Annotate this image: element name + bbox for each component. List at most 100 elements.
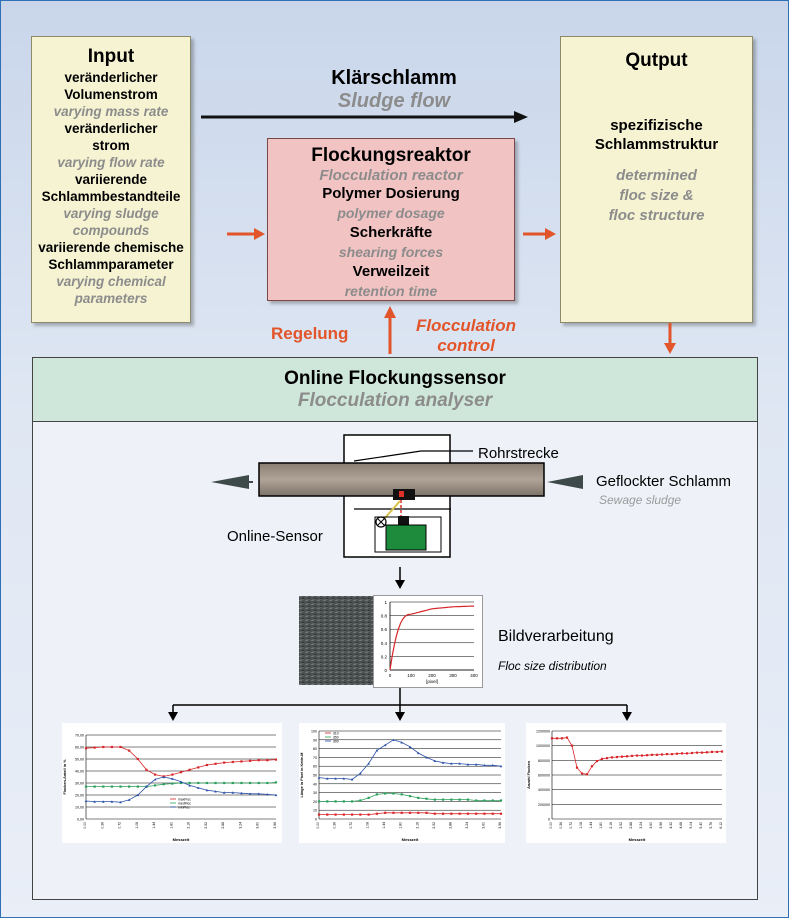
x-tick-label: 3.96: [273, 822, 277, 829]
data-point: [119, 800, 122, 804]
x-tick-label: 5.40: [699, 822, 703, 829]
data-point: [222, 791, 226, 794]
output-box: Qutput spezifizische Schlammstruktur det…: [560, 36, 753, 323]
data-point: [690, 751, 694, 755]
data-point: [655, 753, 659, 756]
data-point: [145, 785, 148, 788]
x-tick-label: 200: [428, 673, 436, 678]
floc-image: [299, 596, 377, 685]
data-point: [102, 785, 105, 788]
y-tick-label: 200000: [538, 803, 550, 807]
sludge-label: Geflockter Schlamm: [596, 473, 732, 490]
output-en-line: floc structure: [608, 207, 705, 224]
data-point: [425, 756, 428, 759]
data-point: [197, 766, 200, 769]
y-tick-label: 600000: [538, 774, 550, 778]
data-point: [266, 759, 269, 762]
data-point: [466, 763, 470, 766]
data-point: [650, 753, 654, 756]
data-point: [188, 781, 191, 785]
data-point: [128, 785, 131, 788]
data-point: [466, 812, 470, 815]
sludge-en-label: Sewage sludge: [599, 493, 682, 507]
data-point: [342, 800, 345, 803]
data-point: [466, 798, 470, 801]
data-point: [499, 799, 503, 802]
x-tick-label: 1.80: [599, 822, 603, 829]
data-point: [325, 777, 329, 780]
x-tick-label: 2.88: [448, 822, 452, 829]
x-tick-label: 3.24: [465, 822, 469, 829]
data-point: [205, 788, 209, 792]
data-point: [695, 751, 699, 754]
x-tick-label: 2.16: [415, 822, 419, 829]
x-tick-label: 0.72: [118, 822, 122, 829]
data-point: [84, 785, 88, 788]
x-tick-label: 0.00: [549, 822, 553, 829]
data-point: [458, 798, 461, 801]
x-tick-label: 0.00: [83, 822, 87, 829]
data-point: [136, 757, 139, 761]
input-param-en: varying sludge: [63, 206, 159, 221]
y-tick-label: 30,00: [75, 782, 84, 786]
y-tick-label: 20,00: [75, 794, 84, 798]
data-point: [110, 800, 114, 803]
data-point: [128, 749, 131, 752]
data-point: [266, 781, 269, 785]
data-point: [342, 777, 346, 780]
data-point: [595, 759, 599, 763]
input-param-de: strom: [92, 138, 130, 153]
y-tick-label: 60,00: [75, 746, 84, 750]
data-point: [274, 781, 278, 784]
x-tick-label: 2.52: [619, 822, 623, 829]
floc-fraction-chart: 0,0010,0020,0030,0040,0050,0060,0070,000…: [63, 734, 278, 842]
data-point: [334, 813, 337, 816]
input-param-de: variierende chemische: [38, 240, 184, 255]
y-tick-label: 0,00: [77, 818, 84, 822]
y-tick-label: 400000: [538, 788, 550, 792]
data-point: [605, 757, 609, 760]
data-point: [499, 764, 503, 768]
data-point: [483, 799, 486, 802]
data-point: [610, 756, 614, 759]
y-tick-label: 40: [313, 782, 317, 786]
sensor-subtitle: Flocculation analyser: [297, 390, 493, 411]
input-param-de: variierende: [74, 172, 148, 187]
data-point: [441, 812, 445, 815]
reactor-param-en: polymer dosage: [337, 205, 445, 221]
y-axis-label: Flocken-Anteil in %: [63, 759, 67, 795]
data-point: [620, 755, 624, 758]
output-en-line: floc size &: [619, 187, 694, 204]
data-point: [153, 773, 157, 776]
data-point: [705, 751, 709, 754]
x-tick-label: 2.88: [629, 822, 633, 829]
data-point: [274, 793, 278, 797]
data-point: [317, 800, 321, 803]
data-point: [441, 761, 445, 764]
data-point: [660, 753, 664, 756]
data-point: [367, 762, 370, 765]
data-point: [483, 764, 486, 767]
data-point: [615, 755, 619, 759]
data-point: [491, 812, 494, 815]
data-point: [625, 755, 629, 758]
x-axis-label: Messzeit: [173, 837, 190, 842]
data-point: [136, 785, 139, 788]
data-point: [205, 763, 209, 767]
y-tick-label: 50: [313, 774, 317, 778]
input-param-de: veränderlicher: [64, 121, 158, 136]
y-tick-label: 0.2: [381, 654, 388, 659]
data-point: [375, 793, 379, 796]
data-point: [197, 781, 200, 785]
reactor-param-de: Verweilzeit: [352, 263, 430, 280]
data-point: [450, 798, 453, 801]
data-point: [640, 754, 644, 757]
data-point: [214, 781, 217, 785]
data-point: [483, 812, 486, 815]
x-tick-label: 1.44: [589, 822, 593, 829]
data-point: [205, 781, 209, 785]
y-axis-label: Anzahl Flocken: [527, 760, 531, 789]
